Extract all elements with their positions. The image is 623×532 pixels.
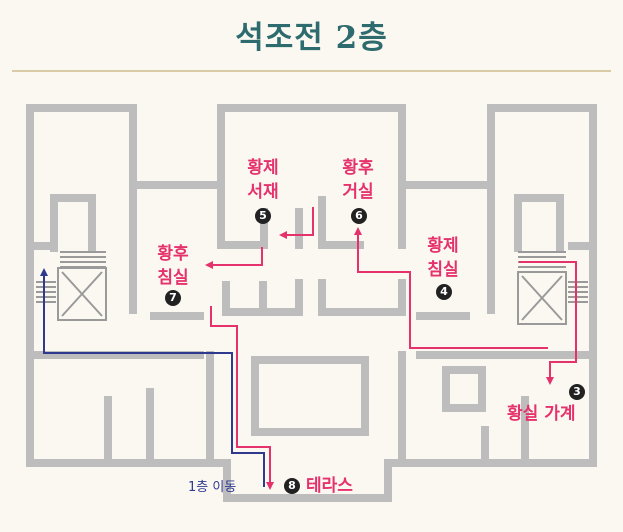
room-number-7: 7 [165,290,181,306]
room-number-5: 6 [351,208,367,224]
room-number-4: 4 [436,284,452,300]
room-5-line1: 황후 [342,158,374,178]
room-7-line1: 황후 [157,244,189,264]
walls [26,104,597,502]
right-stairs-icon [517,251,588,325]
room-label-6: 황제 서재 [238,156,288,204]
tour-route [40,207,577,490]
title-divider [12,70,611,72]
room-5-line2: 거실 [342,182,374,202]
room-6-line2: 서재 [247,182,279,202]
room-4-line1: 황제 [427,236,459,256]
room-label-3: 황실 가계 [507,404,576,424]
room-number-6: 5 [255,208,271,224]
room-label-8: 테라스 [306,476,353,496]
room-4-line2: 침실 [427,260,459,280]
room-7-line2: 침실 [157,268,189,288]
page-title: 석조전 2층 [235,20,388,56]
stairs-to-first-floor-label: 1층 이동 [188,480,237,495]
left-stairs-icon [36,251,107,321]
room-number-8: 8 [284,478,300,494]
room-number-3: 3 [569,384,585,400]
room-6-line1: 황제 [247,158,279,178]
room-label-5: 황후 거실 [333,156,383,204]
room-label-4: 황제 침실 [418,234,468,282]
room-label-7: 황후 침실 [148,242,198,290]
